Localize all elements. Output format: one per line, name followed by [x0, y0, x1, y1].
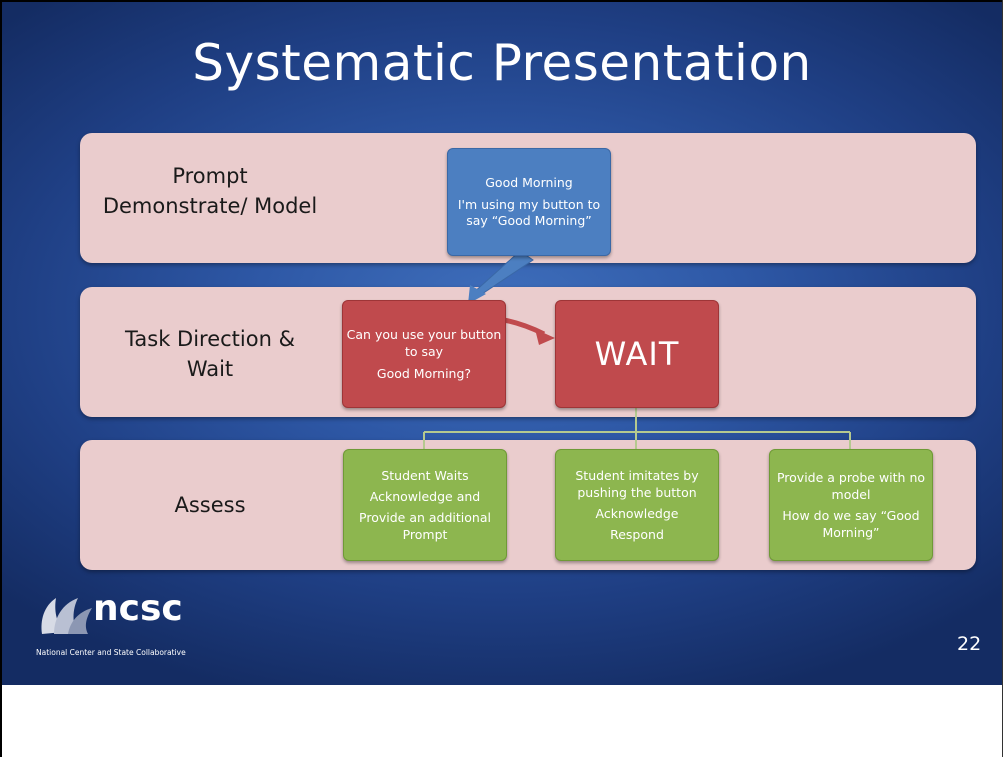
prompt-box-line2: I'm using my button to say “Good Morning… — [457, 197, 601, 228]
prompt-arrow-head — [468, 285, 486, 304]
assess-box-student-waits: Student Waits Acknowledge and Provide an… — [343, 449, 507, 561]
row-label-task-direction: Task Direction & Wait — [80, 324, 340, 384]
row-label-line: Demonstrate/ Model — [102, 194, 318, 218]
wait-box-label: WAIT — [594, 335, 680, 373]
slide-title: Systematic Presentation — [192, 34, 812, 92]
row-label-line: Task Direction & — [125, 327, 295, 351]
prompt-box-line1: Good Morning — [485, 175, 573, 190]
frame-top-border — [0, 0, 1003, 2]
wait-tree-connector — [423, 406, 851, 449]
slide: Systematic Presentation Prompt Demonstra… — [2, 2, 1002, 685]
connector-lines — [423, 250, 851, 449]
assess-box-line: Respond — [610, 527, 664, 542]
assess-box-line: How do we say “Good Morning” — [782, 508, 920, 540]
assess-box-line: Student imitates by pushing the button — [575, 468, 699, 500]
assess-box-line: Provide a probe with no model — [776, 470, 926, 502]
ncsc-logo-text: ncsc — [93, 588, 183, 629]
ncsc-logo: ncsc National Center and State Collabora… — [36, 588, 276, 662]
ncsc-logo-mark-icon — [41, 598, 92, 634]
row-label-line: Prompt — [172, 164, 248, 188]
frame-left-border — [0, 0, 2, 757]
assess-box-line: Student Waits — [381, 468, 469, 483]
task-direction-box: Can you use your button to say Good Morn… — [342, 300, 506, 408]
assess-box-probe: Provide a probe with no model How do we … — [769, 449, 933, 561]
row-label-line: Assess — [174, 493, 246, 517]
slide-page-number: 22 — [957, 633, 982, 655]
row-label-assess: Assess — [80, 490, 340, 520]
row-label-prompt: Prompt Demonstrate/ Model — [80, 161, 340, 221]
assess-box-line: Acknowledge and — [369, 489, 481, 504]
prompt-arrow — [471, 250, 534, 299]
row-label-line: Wait — [186, 357, 234, 381]
task-to-wait-arrowhead — [535, 329, 555, 345]
assess-box-line: Provide an additional Prompt — [359, 510, 491, 542]
prompt-model-box: Good Morning I'm using my button to say … — [447, 148, 611, 256]
ncsc-logo-subtitle: National Center and State Collaborative — [36, 648, 186, 657]
assess-box-student-imitates: Student imitates by pushing the button A… — [555, 449, 719, 561]
wait-box: WAIT — [555, 300, 719, 408]
assess-box-line: Acknowledge — [595, 506, 679, 521]
row-band-task-direction — [80, 287, 976, 417]
task-box-line2: Good Morning? — [376, 366, 472, 381]
task-box-line1: Can you use your button to say — [346, 327, 502, 359]
